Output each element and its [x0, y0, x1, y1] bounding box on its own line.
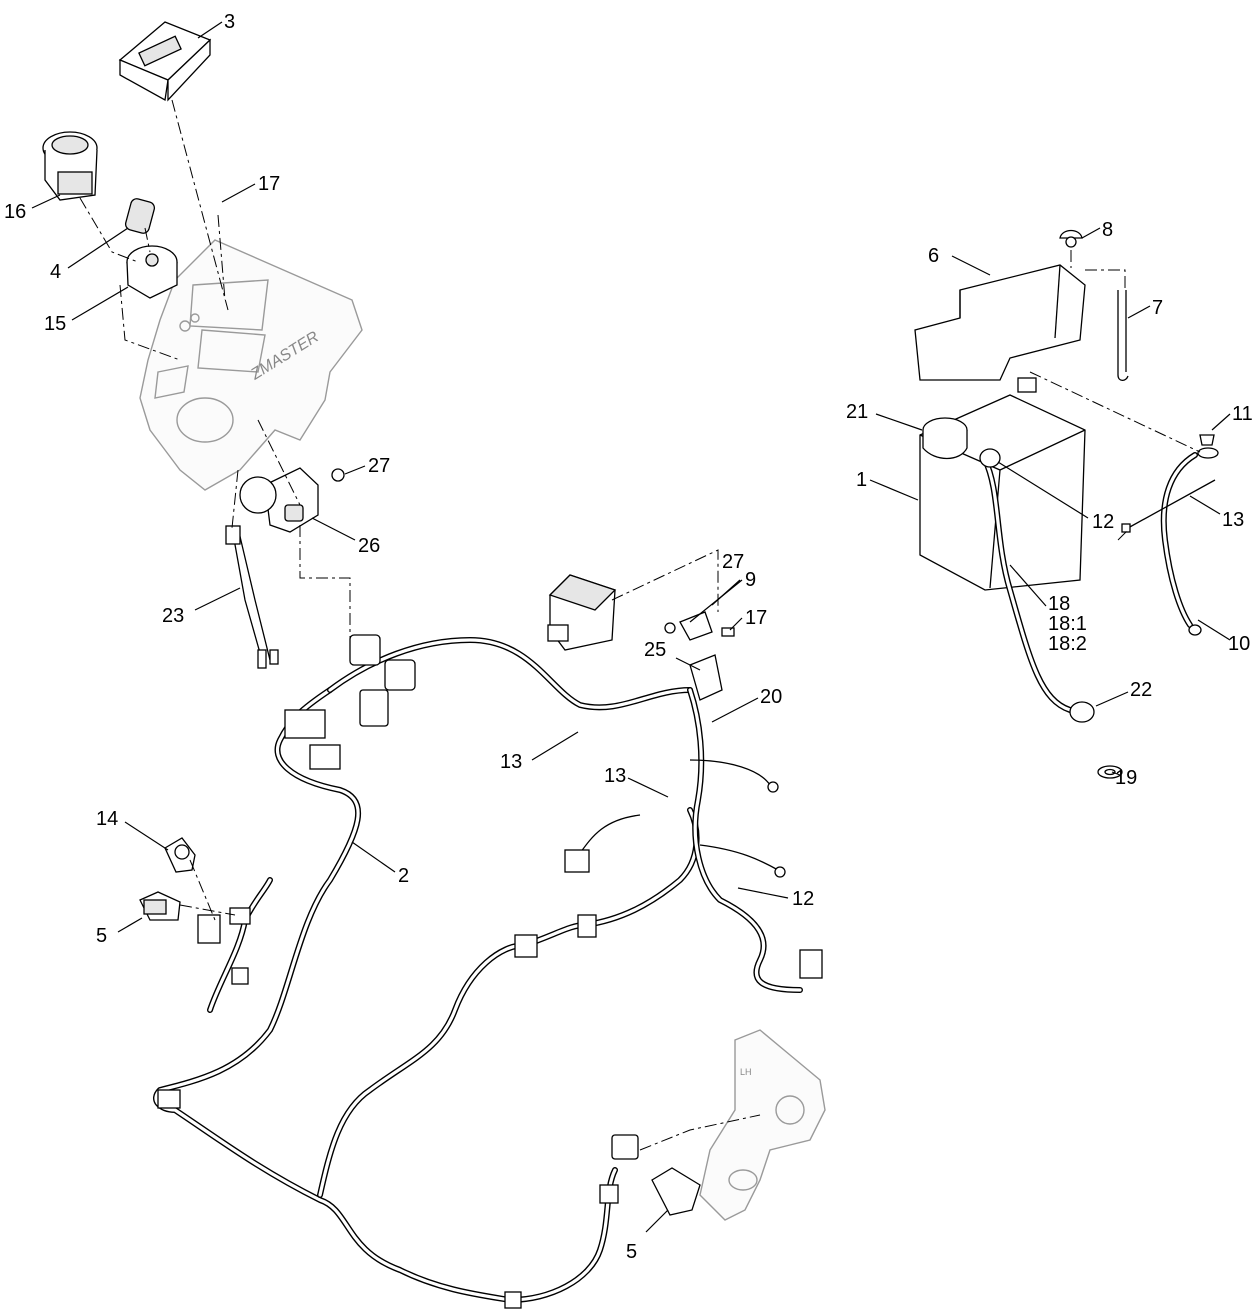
callout-5-bottom: 5 — [626, 1241, 637, 1263]
callout-23: 23 — [162, 605, 184, 627]
callout-7: 7 — [1152, 297, 1163, 319]
callout-13-center: 13 — [500, 751, 522, 773]
positive-cable — [979, 448, 1095, 723]
callout-12-harness: 12 — [792, 888, 814, 910]
hour-meter — [118, 21, 212, 102]
callout-18-1: 18:1 — [1048, 613, 1087, 635]
callout-13-right: 13 — [604, 765, 626, 787]
seat-switch — [164, 837, 196, 873]
ignition-switch — [126, 245, 178, 299]
callout-8: 8 — [1102, 219, 1113, 241]
callout-27-lower: 27 — [722, 551, 744, 573]
callout-26: 26 — [358, 535, 380, 557]
callout-15: 15 — [44, 313, 66, 335]
bracket-mark: LH — [740, 1067, 752, 1077]
callout-2: 2 — [398, 865, 409, 887]
callout-18-2: 18:2 — [1048, 633, 1087, 655]
callout-12-battery: 12 — [1092, 511, 1114, 533]
leader-lines — [31, 21, 1231, 1233]
control-panel: ZMASTER — [139, 239, 363, 491]
callout-11: 11 — [1232, 403, 1253, 425]
callout-21: 21 — [846, 401, 868, 423]
assembly-lines — [79, 99, 1201, 1151]
callout-17-lower: 17 — [745, 607, 767, 629]
battery-cover — [914, 264, 1086, 381]
callout-labels: 3 17 16 4 15 27 26 23 27 9 17 25 20 13 1… — [4, 11, 1253, 1263]
hold-down-rod — [1117, 290, 1129, 382]
callout-19: 19 — [1115, 767, 1137, 789]
callout-17-top: 17 — [258, 173, 280, 195]
ignition-key — [124, 198, 156, 234]
battery — [919, 377, 1086, 591]
harness-connector — [689, 654, 723, 701]
callout-9: 9 — [745, 569, 756, 591]
callout-6: 6 — [928, 245, 939, 267]
battery-bolt — [1197, 434, 1219, 459]
wire-lead — [225, 525, 279, 669]
callout-5-left: 5 — [96, 925, 107, 947]
main-wiring-harness — [153, 634, 823, 1309]
interlock-switch — [239, 467, 345, 533]
callout-20: 20 — [760, 686, 782, 708]
relay-left — [139, 891, 181, 921]
callout-16: 16 — [4, 201, 26, 223]
callout-10: 10 — [1228, 633, 1250, 655]
negative-cable — [1160, 452, 1202, 636]
callout-25: 25 — [644, 639, 666, 661]
callout-3: 3 — [224, 11, 235, 33]
washer — [1097, 765, 1123, 779]
relay-right — [611, 1134, 701, 1216]
callout-14: 14 — [96, 808, 118, 830]
callout-27-upper: 27 — [368, 455, 390, 477]
fuse-block — [547, 574, 735, 651]
callout-13-battery: 13 — [1222, 509, 1244, 531]
callout-4: 4 — [50, 261, 61, 283]
callout-22: 22 — [1130, 679, 1152, 701]
callout-1: 1 — [856, 469, 867, 491]
callout-18: 18 — [1048, 593, 1070, 615]
brake-bracket: LH — [699, 1029, 826, 1221]
pto-switch — [42, 131, 98, 201]
wing-nut — [1059, 229, 1083, 248]
